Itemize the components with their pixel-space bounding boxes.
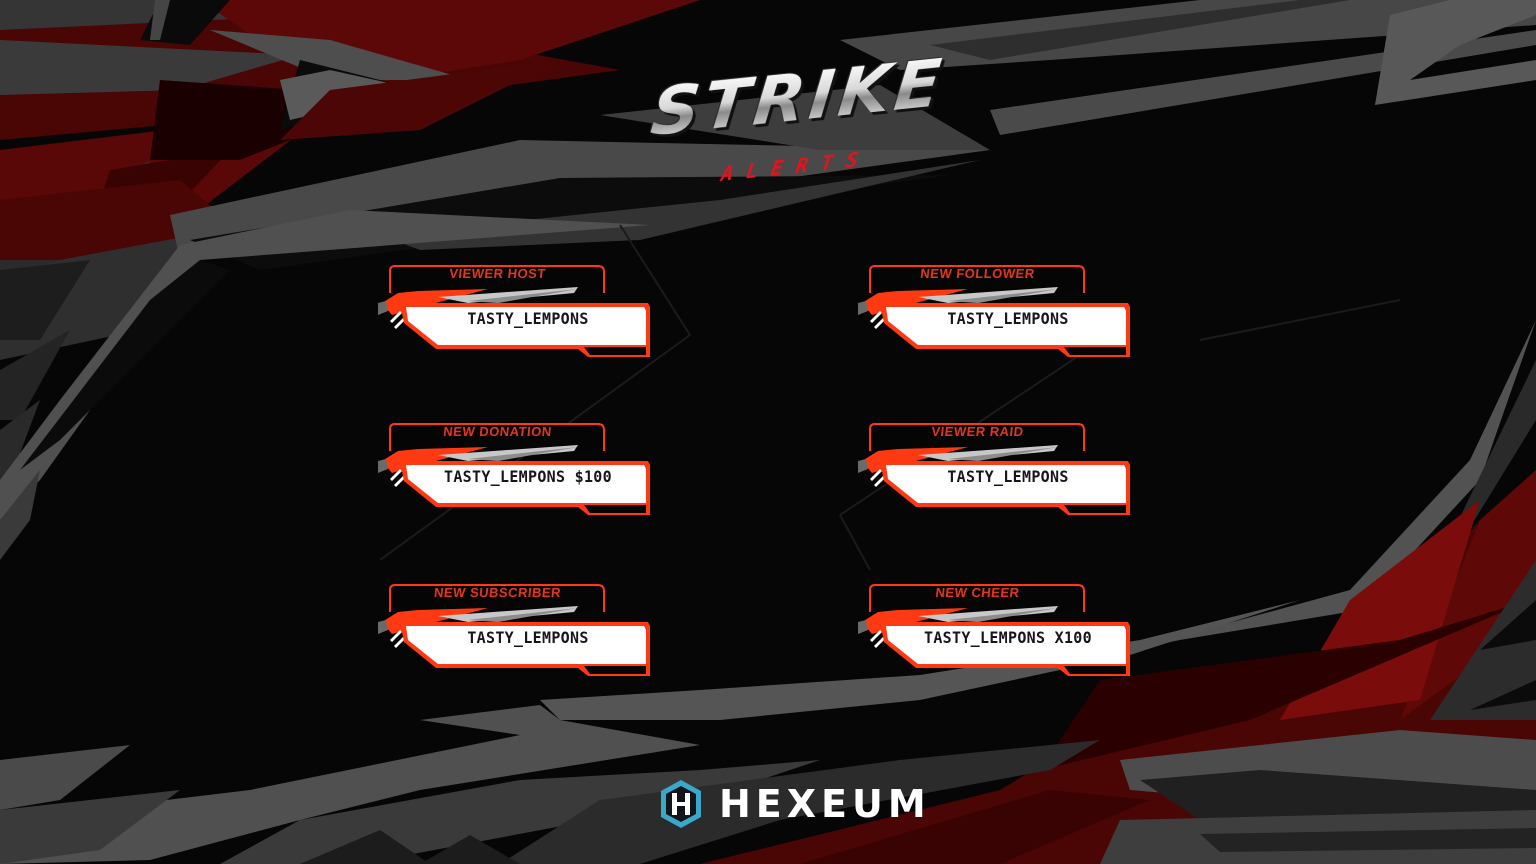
- logo-subtitle: ALERTS: [719, 145, 873, 187]
- alert-username: TASTY_LEMPONS $100: [444, 467, 612, 487]
- alert-frame: [378, 265, 650, 357]
- hexagon-h-icon: [657, 778, 705, 830]
- alert-username: TASTY_LEMPONS: [467, 628, 589, 648]
- alert-label: NEW DONATION: [442, 424, 553, 439]
- alert-frame: [858, 423, 1130, 515]
- alert-frame: [858, 265, 1130, 357]
- alert-label: NEW FOLLOWER: [919, 266, 1036, 281]
- alert-username: TASTY_LEMPONS: [947, 467, 1069, 487]
- alert-new-cheer: NEW CHEER TASTY_LEMPONS X100: [858, 582, 1133, 682]
- bottom-grey-bands: [0, 600, 1300, 864]
- alert-label: VIEWER RAID: [930, 424, 1025, 439]
- alert-label: NEW CHEER: [934, 585, 1021, 600]
- alert-label: NEW SUBSCRIBER: [433, 585, 562, 600]
- left-lightning-stripe: [0, 210, 650, 560]
- alert-frame: [378, 423, 650, 515]
- alert-username: TASTY_LEMPONS X100: [924, 628, 1092, 648]
- alert-frame: [378, 584, 650, 676]
- brand-name: HEXEUM: [719, 782, 931, 826]
- bottom-right-shards: [700, 470, 1536, 864]
- alert-new-follower: NEW FOLLOWER TASTY_LEMPONS: [858, 263, 1133, 363]
- alert-new-donation: NEW DONATION TASTY_LEMPONS $100: [378, 421, 653, 521]
- top-left-shards: [0, 0, 700, 480]
- alert-frame: [858, 584, 1130, 676]
- alert-label: VIEWER HOST: [448, 266, 547, 281]
- alert-username: TASTY_LEMPONS: [947, 309, 1069, 329]
- alert-username: TASTY_LEMPONS: [467, 309, 589, 329]
- alert-viewer-host: VIEWER HOST TASTY_LEMPONS: [378, 263, 653, 363]
- hexeum-brand: HEXEUM: [657, 778, 931, 830]
- alert-new-subscriber: NEW SUBSCRIBER TASTY_LEMPONS: [378, 582, 653, 682]
- logo-title: STRIKE: [647, 44, 949, 151]
- strike-alerts-logo: STRIKE ALERTS: [640, 44, 960, 202]
- alert-viewer-raid: VIEWER RAID TASTY_LEMPONS: [858, 421, 1133, 521]
